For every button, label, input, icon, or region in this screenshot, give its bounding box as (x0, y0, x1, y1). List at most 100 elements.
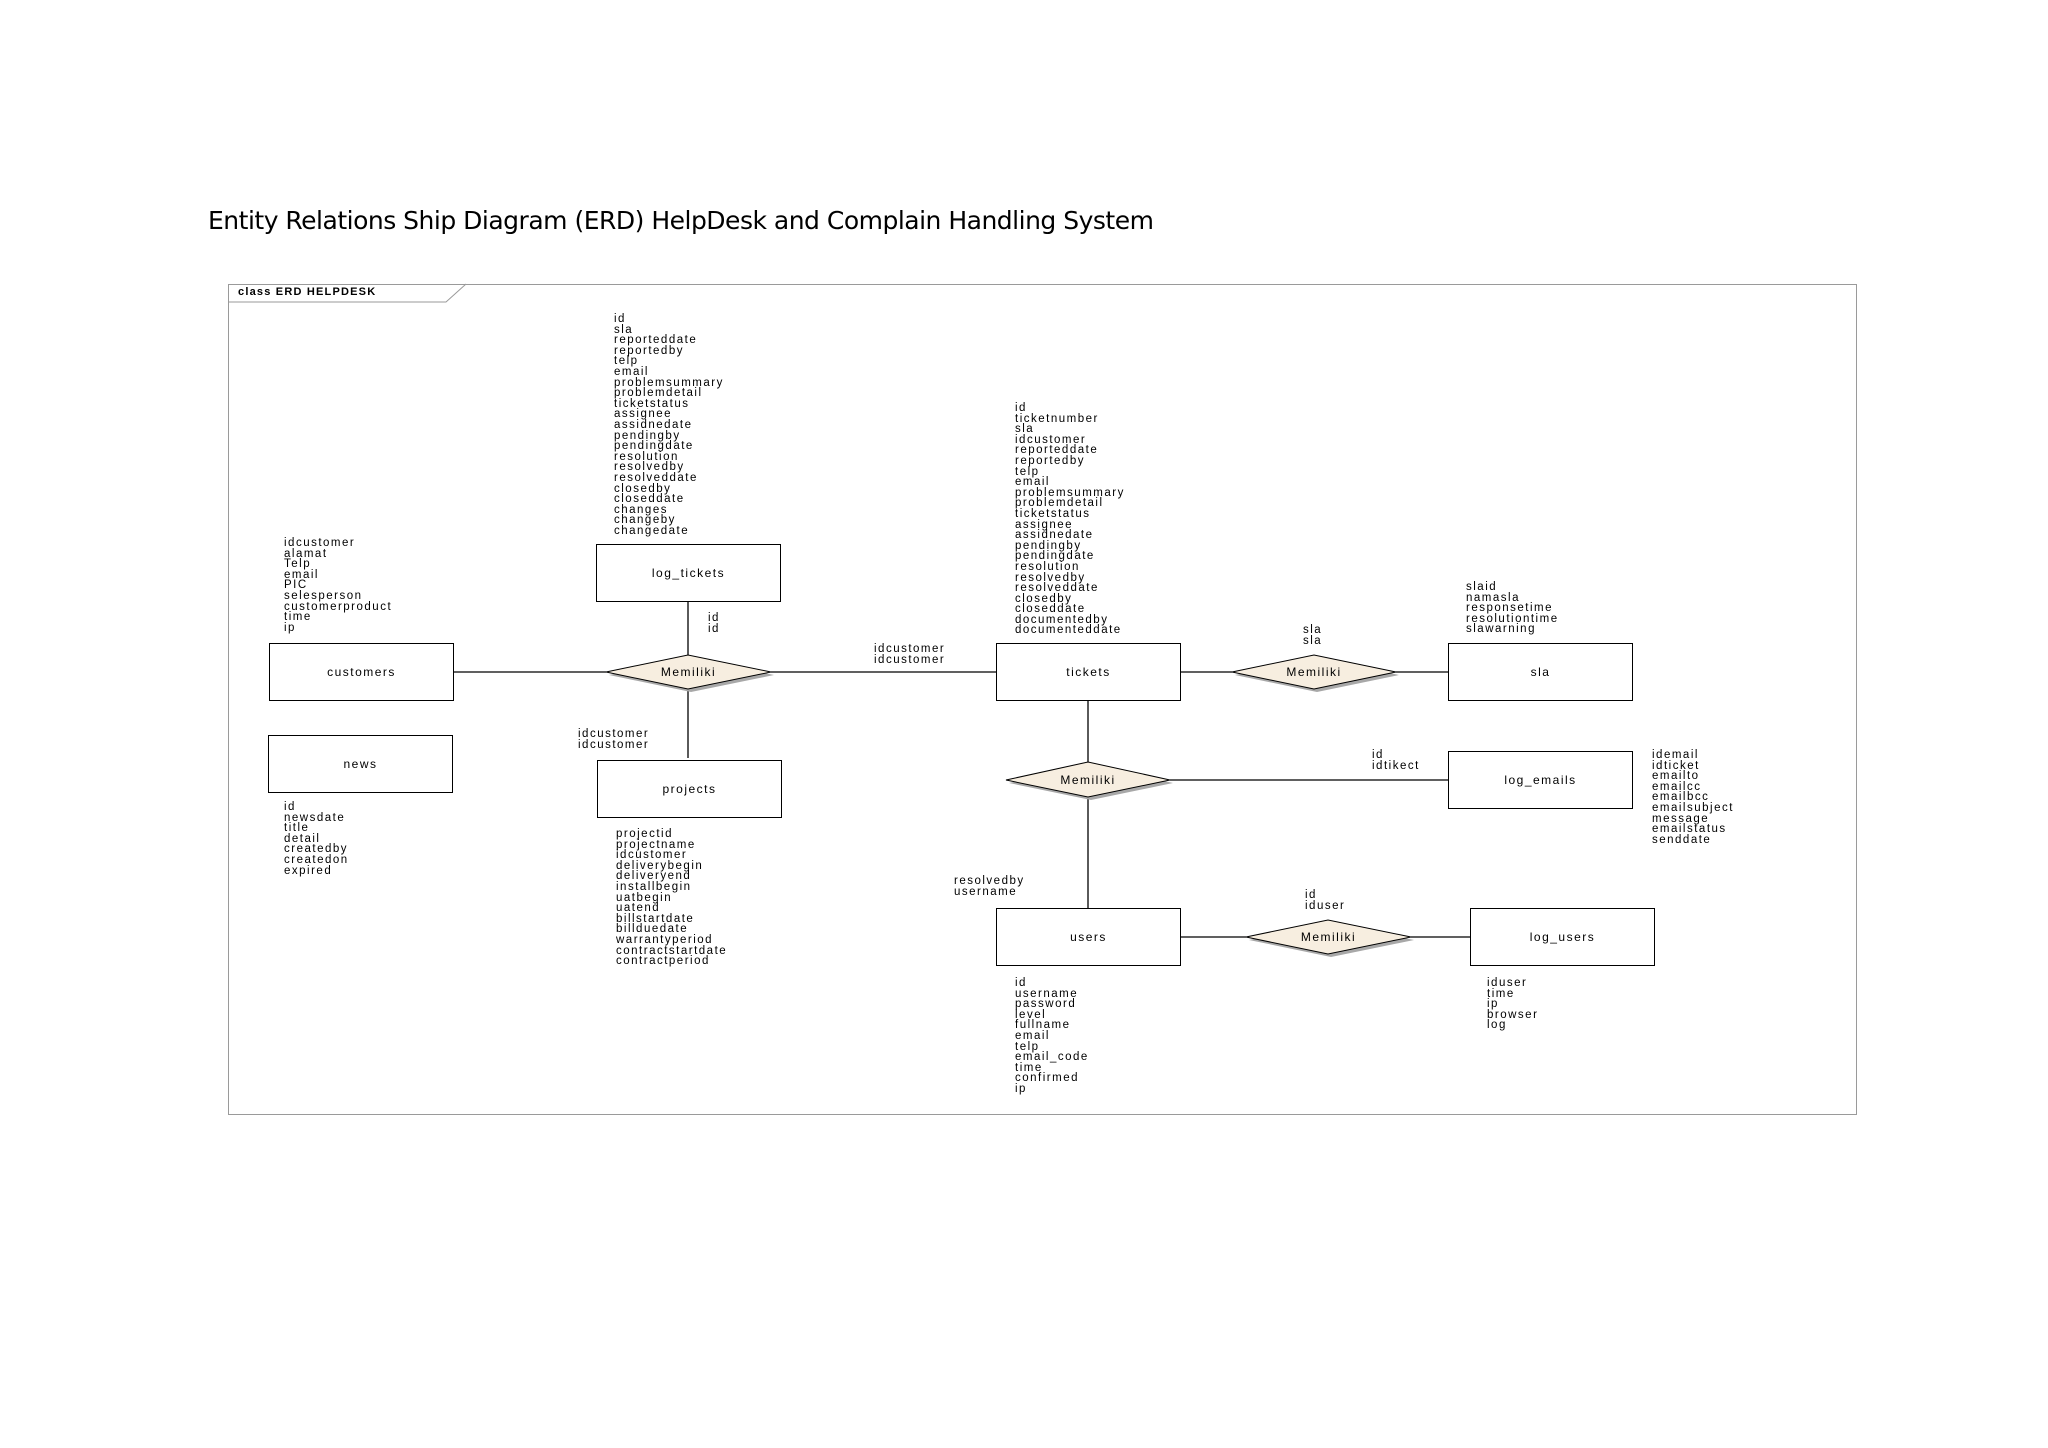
attribute-item: email (1015, 476, 1050, 489)
attribute-item: assignee (614, 408, 673, 421)
attribute-item: idcustomer (874, 653, 946, 666)
attribute-item: contractstartdate (616, 944, 728, 957)
attribute-item: changedate (614, 524, 690, 537)
attribute-item: changes (614, 503, 668, 516)
diagram-frame (228, 284, 1857, 1115)
attribute-item: changeby (614, 514, 676, 527)
attribute-item: time (1015, 1061, 1043, 1074)
attribute-item: createdon (284, 853, 349, 866)
attribute-item: fullname (1015, 1019, 1071, 1032)
attribute-item: pendingby (614, 429, 681, 442)
attribute-item: senddate (1652, 833, 1712, 846)
attribute-item: time (284, 611, 312, 624)
attribute-item: problemsummary (614, 376, 724, 389)
attribute-item: message (1652, 812, 1710, 825)
attribute-item: sla (1303, 634, 1323, 647)
rel-diamond-ticket-sla (1231, 654, 1397, 690)
attribute-item: resolvedby (954, 875, 1025, 887)
attribute-item: email (1015, 1029, 1050, 1042)
attribute-item: id (708, 622, 720, 635)
attribute-item: namasla (1466, 591, 1520, 604)
attribute-item: telp (1015, 1040, 1040, 1053)
attribute-item: contractperiod (616, 955, 710, 968)
attribute-item: ip (1015, 1082, 1027, 1095)
attribute-item: ticketstatus (614, 397, 690, 410)
attribute-item: billstartdate (616, 912, 695, 925)
entity-news[interactable]: news (268, 735, 453, 793)
attribute-item: id (1372, 749, 1384, 761)
attribute-item: iduser (1487, 977, 1528, 989)
attribute-item: id (614, 313, 626, 325)
attribute-item: pendingdate (614, 440, 694, 453)
attribute-item: deliverybegin (616, 859, 704, 872)
attribute-item: ip (284, 621, 296, 634)
attribute-item: slawarning (1466, 623, 1536, 636)
attribute-item: time (1487, 987, 1515, 1000)
attribute-item: log (1487, 1019, 1507, 1032)
attribute-item: closedby (1015, 592, 1073, 605)
entity-projects[interactable]: projects (597, 760, 782, 818)
attribute-item: ticketstatus (1015, 507, 1091, 520)
attribute-item: email (284, 568, 319, 581)
attribute-item: email_code (1015, 1051, 1089, 1064)
attribute-item: documenteddate (1015, 624, 1122, 637)
attribute-item: detail (284, 832, 321, 845)
attribute-item: resolveddate (1015, 582, 1099, 595)
attribute-item: sla (614, 323, 634, 336)
attribute-item: idemail (1652, 749, 1699, 761)
entity-log-tickets[interactable]: log_tickets (596, 544, 781, 602)
attribute-item: newsdate (284, 811, 346, 824)
attribute-item: reporteddate (1015, 444, 1099, 457)
attribute-item: resolvedby (614, 461, 685, 474)
attribute-item: assidnedate (1015, 529, 1094, 542)
attribute-item: problemdetail (614, 387, 703, 400)
page-title: Entity Relations Ship Diagram (ERD) Help… (208, 206, 1154, 235)
attribute-item: password (1015, 998, 1077, 1011)
attribute-item: deliveryend (616, 870, 692, 883)
entity-log-emails[interactable]: log_emails (1448, 751, 1633, 809)
entity-sla[interactable]: sla (1448, 643, 1633, 701)
attribute-item: emailbcc (1652, 791, 1710, 804)
attribute-item: Telp (284, 558, 312, 571)
attribute-item: closedby (614, 482, 672, 495)
entity-log-users[interactable]: log_users (1470, 908, 1655, 966)
attribute-item: id (284, 801, 296, 813)
attribute-item: idcustomer (578, 728, 650, 740)
attribute-item: uatbegin (616, 891, 673, 904)
attribute-item: emailstatus (1652, 823, 1727, 836)
attribute-item: id (1015, 977, 1027, 989)
rel-diamond-customer-ticket (605, 654, 772, 690)
entity-tickets[interactable]: tickets (996, 643, 1181, 701)
attribute-item: alamat (284, 547, 328, 560)
attribute-item: iduser (1305, 899, 1346, 912)
attribute-item: idcustomer (1015, 433, 1087, 446)
attribute-item: idcustomer (874, 643, 946, 655)
attribute-item: projectid (616, 828, 673, 840)
attribute-item: problemsummary (1015, 486, 1125, 499)
attribute-item: assidnedate (614, 418, 693, 431)
entity-customers[interactable]: customers (269, 643, 454, 701)
attribute-item: telp (1015, 465, 1040, 478)
attribute-item: closeddate (614, 493, 685, 506)
attribute-item: resolvedby (1015, 571, 1086, 584)
attribute-item: telp (614, 355, 639, 368)
attribute-item: reporteddate (614, 334, 698, 347)
entity-users[interactable]: users (996, 908, 1181, 966)
attribute-item: idticket (1652, 759, 1700, 772)
attribute-item: pendingby (1015, 539, 1082, 552)
attribute-item: assignee (1015, 518, 1074, 531)
attribute-item: idcustomer (616, 849, 688, 862)
attribute-item: ip (1487, 998, 1499, 1011)
